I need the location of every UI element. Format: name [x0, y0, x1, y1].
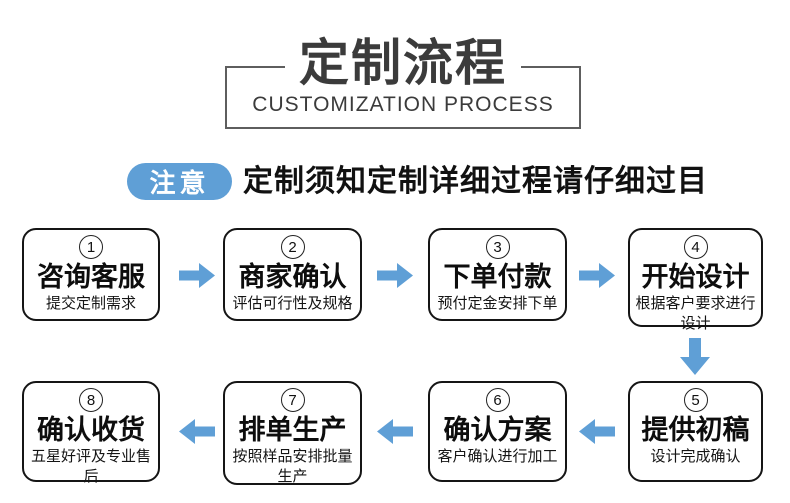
step-box-5: 5 提供初稿 设计完成确认 [628, 381, 763, 482]
step-title: 商家确认 [238, 262, 347, 292]
header-frame: 定制流程 CUSTOMIZATION PROCESS [225, 37, 581, 129]
arrow-right-icon [179, 263, 215, 288]
arrow-left-icon [179, 419, 215, 444]
step-number-badge: 7 [280, 388, 305, 412]
step-subtitle: 客户确认进行加工 [437, 448, 558, 466]
step-subtitle: 根据客户要求进行设计 [635, 295, 756, 332]
step-number-badge: 5 [683, 388, 708, 412]
step-number-badge: 8 [79, 388, 103, 412]
step-title: 提供初稿 [641, 415, 750, 445]
step-number-badge: 3 [485, 235, 510, 259]
step-number-badge: 1 [79, 235, 103, 259]
step-subtitle: 预付定金安排下单 [437, 295, 558, 313]
step-box-6: 6 确认方案 客户确认进行加工 [428, 381, 567, 482]
step-title: 下单付款 [443, 262, 552, 292]
step-title: 排单生产 [238, 415, 347, 445]
step-box-1: 1 咨询客服 提交定制需求 [22, 228, 160, 321]
page-subtitle: CUSTOMIZATION PROCESS [252, 93, 554, 116]
step-title: 确认方案 [443, 415, 552, 445]
arrow-left-icon [579, 419, 615, 444]
step-number-badge: 2 [280, 235, 305, 259]
step-box-7: 7 排单生产 按照样品安排批量生产 [223, 381, 362, 485]
step-subtitle: 评估可行性及规格 [232, 295, 353, 313]
page-title: 定制流程 [285, 37, 521, 90]
step-subtitle: 五星好评及专业售后 [30, 448, 151, 485]
step-title: 开始设计 [641, 262, 750, 292]
notice-text: 定制须知定制详细过程请仔细过目 [243, 165, 708, 198]
step-subtitle: 按照样品安排批量生产 [232, 448, 353, 485]
step-box-3: 3 下单付款 预付定金安排下单 [428, 228, 567, 321]
step-box-8: 8 确认收货 五星好评及专业售后 [22, 381, 160, 485]
step-title: 咨询客服 [37, 262, 145, 292]
step-box-4: 4 开始设计 根据客户要求进行设计 [628, 228, 763, 332]
notice-badge: 注意 [127, 163, 232, 200]
step-title: 确认收货 [37, 415, 145, 445]
step-number-badge: 4 [683, 235, 708, 259]
step-subtitle: 提交定制需求 [45, 295, 136, 313]
step-subtitle: 设计完成确认 [650, 448, 741, 466]
arrow-right-icon [579, 263, 615, 288]
arrow-right-icon [377, 263, 413, 288]
step-number-badge: 6 [485, 388, 510, 412]
step-box-2: 2 商家确认 评估可行性及规格 [223, 228, 362, 321]
arrow-left-icon [377, 419, 413, 444]
arrow-down-icon [680, 338, 710, 375]
